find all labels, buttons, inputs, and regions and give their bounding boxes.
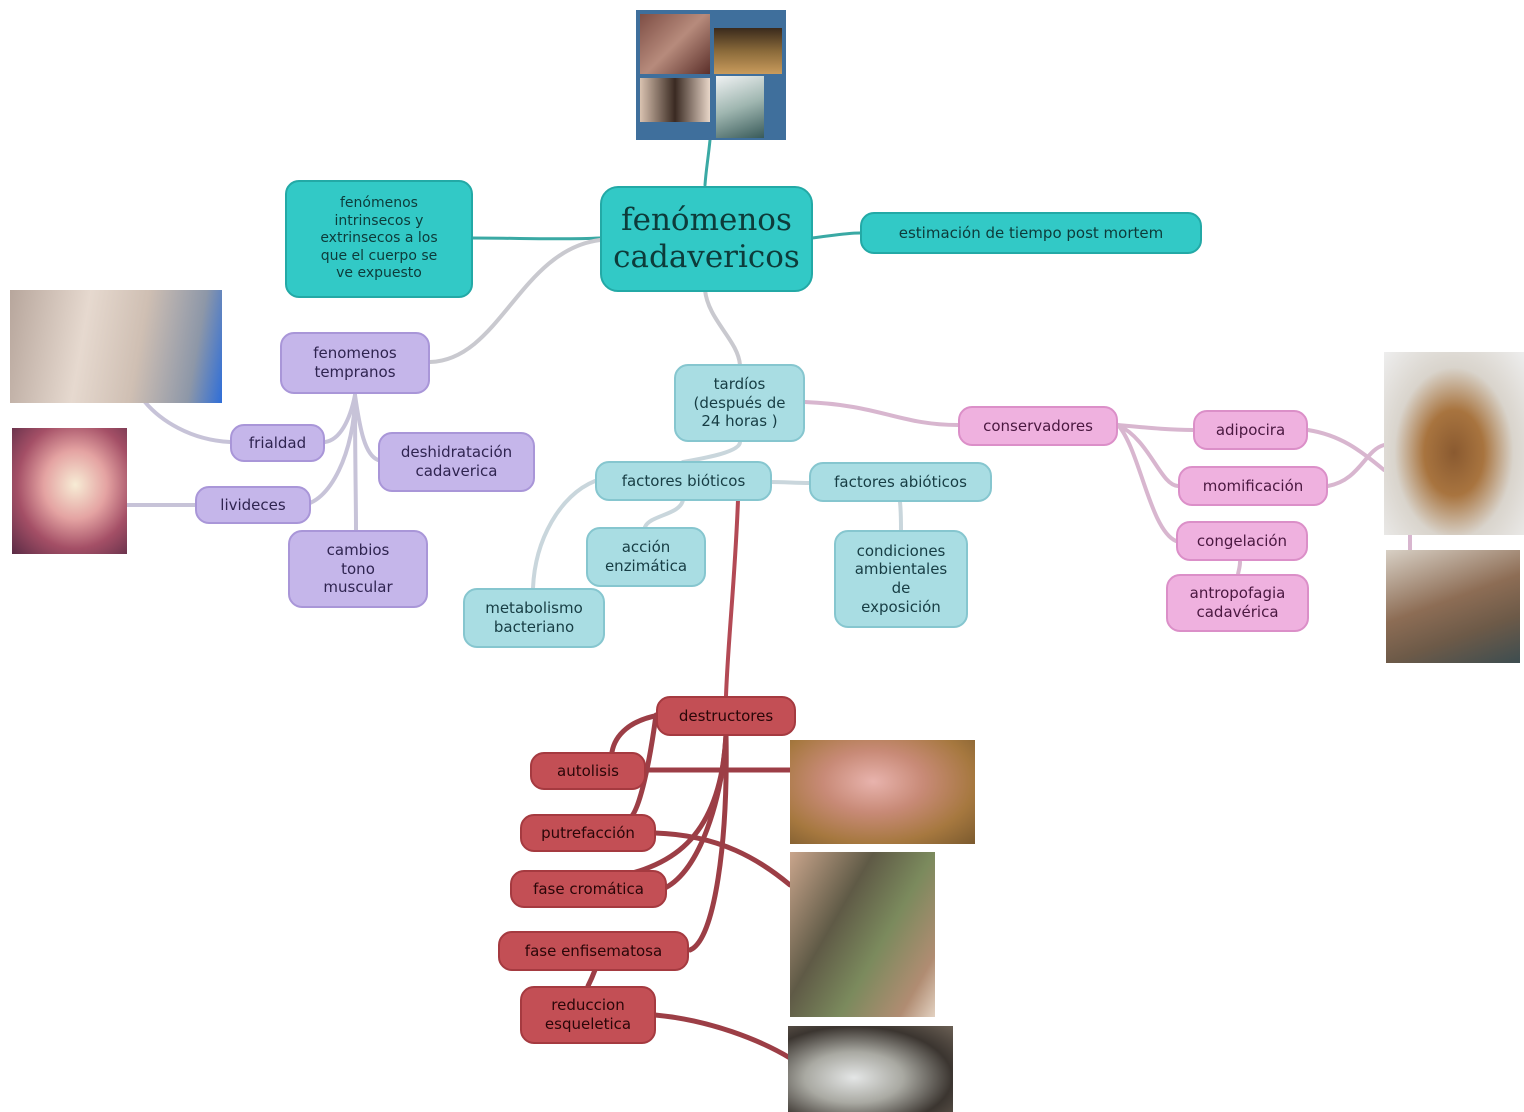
link-conserv-adipocira: [1116, 423, 1195, 432]
link-bioticos-destructores: [724, 498, 740, 698]
congelacion-node[interactable]: congelación: [1176, 521, 1308, 561]
link-central-intrinsecos: [470, 236, 602, 241]
link-conserv-momificacion: [1116, 423, 1180, 488]
reduccion-photo: [788, 1026, 953, 1112]
link-central-tardios: [703, 288, 742, 367]
momificacion-node[interactable]: momificación: [1178, 466, 1328, 506]
link-central-estimacion: [810, 231, 862, 240]
livideces-photo: [12, 428, 127, 554]
link-frialdad-photo: [143, 400, 232, 444]
tempranos-node[interactable]: fenomenos tempranos: [280, 332, 430, 394]
condiciones-ambientales-node[interactable]: condiciones ambientales de exposición: [834, 530, 968, 628]
frialdad-photo: [10, 290, 222, 403]
collage-photo: [636, 10, 786, 140]
factores-bioticos-node[interactable]: factores bióticos: [595, 461, 772, 501]
link-central-tempranos: [428, 238, 602, 364]
cambios-tono-node[interactable]: cambios tono muscular: [288, 530, 428, 608]
tardios-node[interactable]: tardíos (después de 24 horas ): [674, 364, 805, 442]
link-enfis-reduccion: [585, 967, 598, 989]
autolisis-node[interactable]: autolisis: [530, 752, 646, 790]
conservadores-node[interactable]: conservadores: [958, 406, 1118, 446]
destructores-node[interactable]: destructores: [656, 696, 796, 736]
link-tardios-bioticos: [681, 440, 742, 464]
livideces-node[interactable]: livideces: [195, 486, 311, 524]
antropofagia-node[interactable]: antropofagia cadavérica: [1166, 574, 1309, 632]
accion-enzimatica-node[interactable]: acción enzimática: [586, 527, 706, 587]
central-node[interactable]: fenómenos cadavericos: [600, 186, 813, 292]
factores-abioticos-node[interactable]: factores abióticos: [809, 462, 992, 502]
link-bioticos-metabolismo: [531, 479, 597, 590]
link-bioticos-abioticos: [768, 480, 812, 485]
link-destr-cromatica: [662, 732, 729, 891]
link-putrefaccion-photo: [652, 830, 793, 888]
putrefaccion-photo: [790, 852, 935, 1017]
reduccion-esqueletica-node[interactable]: reduccion esqueletica: [520, 986, 656, 1044]
link-conserv-congelacion: [1116, 423, 1178, 543]
metabolismo-bacteriano-node[interactable]: metabolismo bacteriano: [463, 588, 605, 648]
link-abioticos-condiciones: [898, 500, 903, 532]
link-momificacion-photo: [1326, 443, 1386, 488]
frialdad-node[interactable]: frialdad: [230, 424, 325, 462]
link-bioticos-accion: [643, 498, 685, 529]
link-destr-enfisematosa: [687, 732, 729, 953]
putrefaccion-node[interactable]: putrefacción: [520, 814, 656, 852]
autolisis-photo: [790, 740, 975, 844]
adipocira-photo: [1384, 352, 1524, 535]
link-tardios-conservadores: [803, 400, 960, 427]
link-tempranos-deshid: [353, 393, 380, 462]
fase-cromatica-node[interactable]: fase cromática: [510, 870, 667, 908]
intrinsecos-node[interactable]: fenómenos intrinsecos y extrinsecos a lo…: [285, 180, 473, 298]
adipocira-node[interactable]: adipocira: [1193, 410, 1308, 450]
deshidratacion-node[interactable]: deshidratación cadaverica: [378, 432, 535, 492]
estimacion-node[interactable]: estimación de tiempo post mortem: [860, 212, 1202, 254]
link-adipocira-photo: [1306, 428, 1386, 472]
link-destr-autolisis: [609, 712, 663, 755]
link-photo-central: [703, 138, 712, 187]
link-reduccion-photo: [652, 1012, 793, 1061]
momificacion-photo: [1386, 550, 1520, 663]
link-tempranos-cambios: [353, 393, 358, 532]
fase-enfisematosa-node[interactable]: fase enfisematosa: [498, 931, 689, 971]
